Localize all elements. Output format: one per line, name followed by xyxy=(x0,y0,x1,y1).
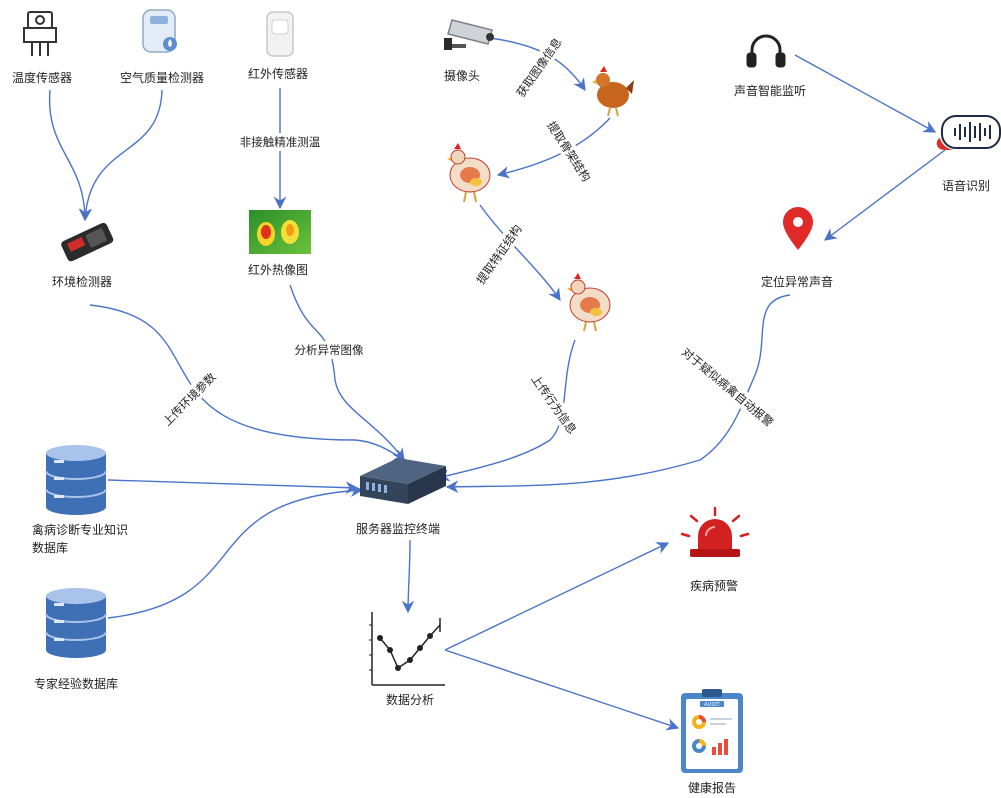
node-label-locate: 定位异常声音 xyxy=(761,274,833,289)
report-header-text: AUDIT xyxy=(704,702,720,708)
edge-label-extract-feature: 提取特征结构 xyxy=(474,222,525,287)
node-label-ir-sensor: 红外传感器 xyxy=(248,66,308,81)
node-label-db-disease-line1: 禽病诊断专业知识 xyxy=(32,522,128,537)
node-sound: 声音智能监听 xyxy=(734,34,806,98)
node-chicken-3 xyxy=(567,273,611,332)
node-label-report: 健康报告 xyxy=(688,780,736,795)
node-thermal: 红外热像图 xyxy=(248,210,311,277)
health-report-icon: AUDIT xyxy=(681,689,743,773)
node-chicken-1 xyxy=(592,66,634,117)
node-camera: 摄像头 xyxy=(444,19,494,83)
location-pin-icon xyxy=(783,207,813,250)
voice-message-icon xyxy=(936,115,1001,150)
chicken-icon xyxy=(592,66,634,117)
edge-label-non-contact: 非接触精准测温 xyxy=(240,135,321,149)
node-label-alarm: 疾病预警 xyxy=(690,578,738,593)
edge-temp-to-env xyxy=(48,89,92,222)
node-label-sound: 声音智能监听 xyxy=(734,83,806,98)
edge-analysis-to-alarm xyxy=(444,542,670,651)
edge-label-extract-skeleton: 提取骨架结构 xyxy=(544,119,593,184)
node-server: 服务器监控终端 xyxy=(356,458,446,536)
node-label-db-expert: 专家经验数据库 xyxy=(34,676,118,691)
node-air-sensor: 空气质量检测器 xyxy=(120,9,204,85)
edge-env-to-server xyxy=(89,304,407,461)
database-icon xyxy=(45,445,107,515)
edge-thermal-to-server xyxy=(289,284,405,462)
thermal-image-icon xyxy=(249,210,311,254)
edge-labels: 非接触精准测温 获取图像信息 提取骨架结构 提取特征结构 上传环境参数 分析异常… xyxy=(151,26,788,446)
node-label-thermal: 红外热像图 xyxy=(248,262,308,277)
camera-icon xyxy=(444,19,494,50)
edge-air-to-env xyxy=(79,89,163,222)
edge-chicken1-to-chicken2 xyxy=(496,117,611,179)
edge-label-analyze-abnormal: 分析异常图像 xyxy=(295,343,364,357)
edge-label-auto-report: 对于疑似病禽自动报警 xyxy=(679,345,776,430)
node-report: AUDIT 健康报告 xyxy=(681,689,743,795)
node-ir-sensor: 红外传感器 xyxy=(248,11,308,81)
edge-speech-to-locate xyxy=(823,149,946,241)
temperature-sensor-icon xyxy=(23,11,57,56)
edge-label-upload-env: 上传环境参数 xyxy=(160,370,219,429)
node-speech: 语音识别 xyxy=(936,115,1001,193)
node-label-camera: 摄像头 xyxy=(444,68,480,83)
node-analysis: 数据分析 xyxy=(369,612,445,707)
chicken-anatomy-icon xyxy=(447,143,491,203)
edge-locate-to-server xyxy=(445,294,791,493)
edge-chicken2-to-chicken3 xyxy=(479,204,561,302)
node-chicken-2 xyxy=(447,143,491,203)
edge-server-to-analysis xyxy=(401,539,415,614)
database-icon xyxy=(45,588,107,658)
node-label-db-disease-line2: 数据库 xyxy=(32,540,68,555)
edge-chicken3-to-server xyxy=(436,339,576,482)
node-label-temp-sensor: 温度传感器 xyxy=(12,70,72,85)
node-db-expert: 专家经验数据库 xyxy=(34,588,118,691)
alarm-light-icon xyxy=(680,506,750,557)
node-alarm: 疾病预警 xyxy=(680,506,750,593)
server-icon xyxy=(360,458,446,504)
node-label-speech: 语音识别 xyxy=(942,178,990,193)
edge-analysis-to-report xyxy=(444,649,680,731)
node-label-analysis: 数据分析 xyxy=(386,692,434,707)
edges xyxy=(48,37,946,731)
infrared-sensor-icon xyxy=(266,11,294,57)
chicken-anatomy-icon xyxy=(567,273,611,332)
edge-label-upload-behavior: 上传行为信息 xyxy=(528,372,579,437)
edge-db2-to-server xyxy=(107,484,364,619)
edge-db1-to-server xyxy=(107,479,359,494)
node-db-disease: 禽病诊断专业知识 数据库 xyxy=(32,445,128,555)
node-temp-sensor: 温度传感器 xyxy=(12,11,72,85)
node-label-air-sensor: 空气质量检测器 xyxy=(120,70,204,85)
headphones-icon xyxy=(746,34,786,68)
node-locate: 定位异常声音 xyxy=(761,207,833,289)
environment-detector-icon xyxy=(61,222,114,262)
air-quality-detector-icon xyxy=(142,9,177,53)
line-chart-icon xyxy=(369,612,445,686)
node-env-detector: 环境检测器 xyxy=(52,222,114,289)
edge-sound-to-speech xyxy=(794,54,937,133)
node-label-server: 服务器监控终端 xyxy=(356,521,440,536)
node-label-env-detector: 环境检测器 xyxy=(52,274,112,289)
